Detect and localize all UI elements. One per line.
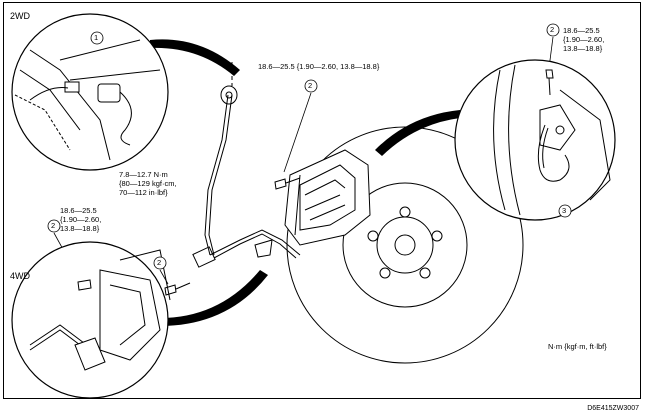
inset-4wd-label: 4WD: [10, 271, 30, 281]
torque-spec-mid-line-2: {80—129 kgf·cm,: [119, 179, 177, 188]
torque-spec-right-line-1: 18.6—25.5: [563, 26, 600, 35]
callout-3: 3: [562, 206, 567, 215]
torque-spec-left-line-2: {1.90—2.60,: [60, 215, 102, 224]
figure-frame: [3, 2, 641, 399]
callout-2-left-circle: [47, 219, 61, 233]
callout-1-circle: [90, 31, 104, 45]
callout-circles: [47, 23, 572, 270]
callout-2-mid: 2: [157, 258, 162, 267]
callout-2-right: 2: [550, 25, 555, 34]
torque-spec-top: 18.6—25.5 {1.90—2.60, 13.8—18.8}: [258, 62, 380, 71]
callout-3-circle: [558, 204, 572, 218]
torque-spec-mid: 7.8—12.7 N·m {80—129 kgf·cm, 70—112 in·l…: [119, 170, 177, 197]
torque-spec-right-line-3: 13.8—18.8}: [563, 44, 603, 53]
brake-disc: [286, 126, 524, 364]
inset-sensor-closeup: [454, 59, 616, 221]
torque-spec-mid-line-3: 70—112 in·lbf}: [119, 188, 168, 197]
bolt-caliper: [274, 177, 301, 190]
figure-code: D6E415ZW3007: [587, 405, 639, 412]
brake-caliper: [284, 149, 371, 246]
inset-2wd: [11, 13, 169, 171]
torque-spec-left: 18.6—25.5 {1.90—2.60, 13.8—18.8}: [60, 206, 101, 233]
torque-spec-mid-line-1: 7.8—12.7 N·m: [119, 170, 168, 179]
callout-1: 1: [94, 33, 99, 42]
torque-spec-right: 18.6—25.5 {1.90—2.60, 13.8—18.8}: [563, 26, 604, 53]
bolt-bracket: [164, 282, 191, 296]
callout-2-top: 2: [308, 81, 313, 90]
sensor-harness: [192, 62, 301, 268]
torque-spec-right-line-2: {1.90—2.60,: [563, 35, 605, 44]
callout-2-top-circle: [304, 79, 318, 93]
unit-legend: N·m {kgf·m, ft·lbf}: [548, 342, 607, 351]
callout-2-right-circle: [546, 23, 560, 37]
inset-connectors: [150, 39, 460, 326]
inset-4wd: [11, 241, 171, 399]
torque-spec-left-line-3: 13.8—18.8}: [60, 224, 100, 233]
callout-2-left: 2: [51, 221, 56, 230]
callout-2-mid-circle: [153, 256, 167, 270]
inset-2wd-label: 2WD: [10, 11, 30, 21]
torque-spec-left-line-1: 18.6—25.5: [60, 206, 97, 215]
